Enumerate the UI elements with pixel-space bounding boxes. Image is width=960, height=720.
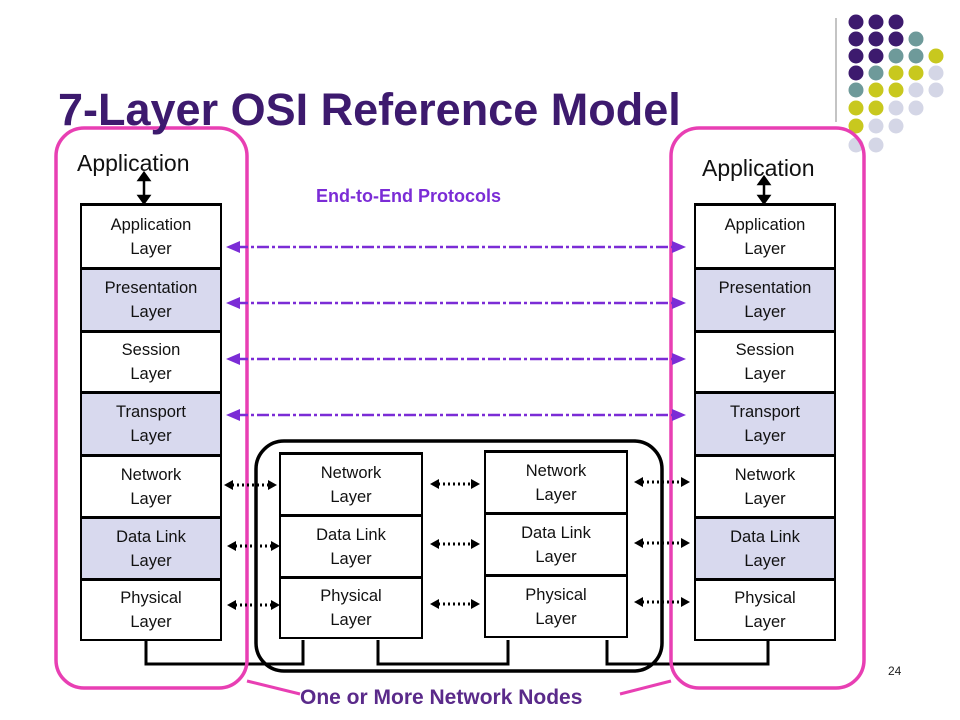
decorative-dot-pattern [848,14,944,153]
right-data-link-layer: Data Link Layer [694,516,836,578]
node2-physical-layer: Physical Layer [484,574,628,638]
right-end-system-outline [669,126,866,690]
decorative-dot [868,14,884,30]
decorative-dot [868,118,884,134]
peer-arrowhead-right [681,597,690,607]
peer-dotted-arrows [224,477,690,610]
decorative-dot [868,137,884,153]
protocol-arrowhead-right [672,353,686,365]
peer-arrowhead-right [681,538,690,548]
decorative-dot [888,31,904,47]
decorative-dot [888,48,904,64]
decorative-dot [888,118,904,134]
left-application-arrow [136,170,152,206]
right-physical-layer: Physical Layer [694,578,836,641]
node1-physical-layer: Physical Layer [279,576,423,639]
peer-arrowhead-right [681,477,690,487]
peer-arrowhead-right [471,599,480,609]
decorative-dot [848,48,864,64]
decorative-dot [928,48,944,64]
peer-arrowhead-right [271,541,280,551]
nodes-pointer-right [619,679,672,696]
network-nodes-label: One or More Network Nodes [300,686,583,709]
left-end-system-outline [54,126,249,690]
right-network-layer: Network Layer [694,454,836,516]
page-number: 24 [888,664,902,678]
decorative-dot [848,100,864,116]
peer-arrowhead-left [634,597,643,607]
slide-title: 7-Layer OSI Reference Model [58,84,681,135]
peer-arrowhead-right [271,600,280,610]
decorative-dot [888,100,904,116]
right-session-layer: Session Layer [694,330,836,391]
left-application-layer: Application Layer [80,203,222,267]
node1-network-layer: Network Layer [279,452,423,514]
decorative-dot [848,14,864,30]
peer-arrowhead-right [471,539,480,549]
node1-data-link-layer: Data Link Layer [279,514,423,576]
right-application-label: Application [702,155,815,181]
decorative-dot [848,65,864,81]
decorative-dot [888,82,904,98]
decorative-dot [848,118,864,134]
right-transport-layer: Transport Layer [694,391,836,454]
peer-arrowhead-left [227,541,236,551]
protocol-arrowhead-left [226,297,240,309]
protocol-arrowhead-right [672,409,686,421]
protocol-arrowhead-right [672,241,686,253]
peer-arrowhead-left [634,477,643,487]
protocol-arrowhead-left [226,409,240,421]
left-presentation-layer: Presentation Layer [80,267,222,330]
protocol-arrows [226,241,686,421]
peer-arrowhead-left [430,539,439,549]
network-nodes-outline [254,439,664,673]
decorative-dot [888,65,904,81]
decorative-dot [848,82,864,98]
peer-arrowhead-left [430,479,439,489]
node2-network-layer: Network Layer [484,450,628,512]
left-network-layer: Network Layer [80,454,222,516]
peer-arrowhead-left [634,538,643,548]
right-presentation-layer: Presentation Layer [694,267,836,330]
peer-arrowhead-left [430,599,439,609]
decorative-dot [908,82,924,98]
decorative-dot [908,48,924,64]
left-data-link-layer: Data Link Layer [80,516,222,578]
physical-links [144,640,770,666]
left-transport-layer: Transport Layer [80,391,222,454]
protocol-arrowhead-left [226,241,240,253]
decorative-dot [868,65,884,81]
peer-arrowhead-right [471,479,480,489]
decorative-dot [848,31,864,47]
peer-arrowhead-left [224,480,233,490]
decorative-dot [908,31,924,47]
node2-data-link-layer: Data Link Layer [484,512,628,574]
right-application-arrow [756,174,772,206]
decorative-dot [868,31,884,47]
decorative-dot [868,82,884,98]
decorative-dot [868,48,884,64]
end-to-end-protocols-label: End-to-End Protocols [316,186,501,206]
decorative-dot [908,100,924,116]
protocol-arrowhead-left [226,353,240,365]
left-session-layer: Session Layer [80,330,222,391]
protocol-arrowhead-right [672,297,686,309]
decorative-dot [868,100,884,116]
peer-arrowhead-right [268,480,277,490]
peer-arrowhead-left [227,600,236,610]
right-application-layer: Application Layer [694,203,836,267]
nodes-pointer-left [246,679,301,696]
decorative-dot [908,65,924,81]
decorative-dot [928,65,944,81]
left-physical-layer: Physical Layer [80,578,222,641]
decorative-dot [888,14,904,30]
left-application-label: Application [77,150,190,176]
decorative-dot [928,82,944,98]
